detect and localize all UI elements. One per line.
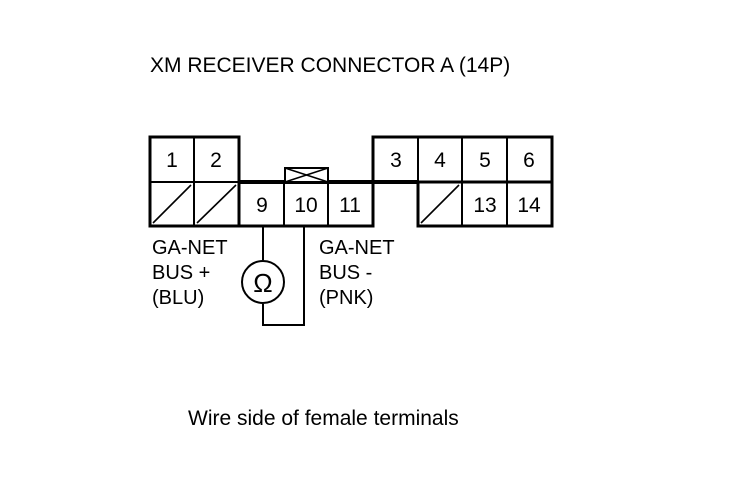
diagram-caption: Wire side of female terminals [188,407,459,430]
test-leads [262,226,305,326]
pin-4: 4 [434,149,446,172]
pin-11: 11 [339,194,361,217]
pin-13: 13 [473,194,496,217]
blank-cavity-slash [420,184,460,224]
pin-1: 1 [166,149,178,172]
wire-label-right-line2: BUS - [319,262,372,284]
pin-14: 14 [517,194,541,217]
pin-9: 9 [256,194,268,217]
pin-5: 5 [479,149,491,172]
wire-label-right-line1: GA-NET [319,237,395,259]
wire-label-left: GA-NET BUS + (BLU) [152,237,228,309]
ohm-symbol: Ω [253,268,272,298]
pin-numbers: 1 2 3 4 5 6 9 10 11 13 14 [166,149,541,217]
wire-label-left-line2: BUS + [152,262,210,284]
blank-cavity-slash [196,184,237,224]
pin-3: 3 [390,149,402,172]
pin-10: 10 [294,194,317,217]
blank-cavity-slash [152,184,192,224]
wire-label-right: GA-NET BUS - (PNK) [319,237,395,309]
lead-pin-10 [262,226,305,326]
diagram-title: XM RECEIVER CONNECTOR A (14P) [150,54,510,77]
wire-label-left-line3: (BLU) [152,287,204,309]
lock-tab [284,167,329,183]
pin-6: 6 [523,149,535,172]
pin-2: 2 [210,149,222,172]
ohmmeter-icon: Ω [241,260,285,304]
wire-label-right-line3: (PNK) [319,287,373,309]
blank-cavities [152,184,460,224]
wire-label-left-line1: GA-NET [152,237,228,259]
connector-body [148,135,554,228]
